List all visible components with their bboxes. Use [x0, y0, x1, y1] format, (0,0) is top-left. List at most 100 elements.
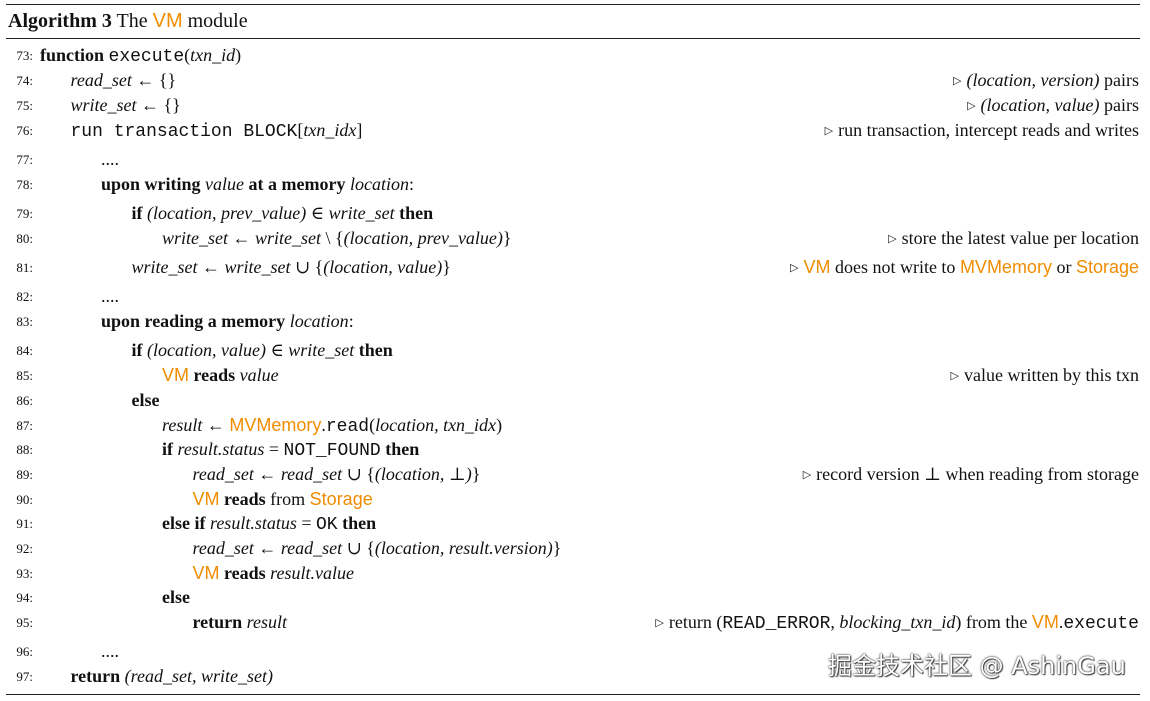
code-text: function execute(txn_id): [40, 45, 242, 67]
line-number: 80:: [16, 231, 33, 246]
algorithm-line: 95: return result ▷return (READ_ERROR, blo…: [0, 610, 1150, 634]
comment-triangle-icon: ▷: [950, 370, 960, 382]
code-text: ....: [101, 149, 119, 169]
algorithm-line: 96:....: [0, 639, 1150, 663]
algorithm-line: 92: read_set ← read_set ∪ {(location, res…: [0, 536, 1150, 560]
code-text: else: [162, 587, 190, 607]
comment-triangle-icon: ▷: [824, 125, 834, 137]
line-number: 94:: [16, 590, 33, 605]
algorithm-line: 88: if result.status = NOT_FOUND then: [0, 437, 1150, 461]
line-number: 77:: [16, 152, 33, 167]
code-text: write_set ← write_set ∪ {(location, valu…: [131, 257, 451, 277]
algorithm-line: 93: VM reads result.value: [0, 561, 1150, 585]
line-number: 91:: [16, 516, 33, 531]
comment-triangle-icon: ▷: [953, 75, 962, 87]
line-number: 93:: [16, 566, 33, 581]
line-number: 74:: [16, 73, 33, 88]
code-text: upon reading a memory location:: [101, 311, 354, 331]
algorithm-line: 94: else: [0, 585, 1150, 609]
line-number: 75:: [16, 98, 33, 113]
line-comment: ▷value written by this txn: [950, 365, 1139, 385]
line-comment: ▷(location, value) pairs: [967, 95, 1139, 115]
algorithm-line: 83: upon reading a memory location:: [0, 309, 1150, 333]
code-text: else: [131, 390, 160, 410]
algorithm-label: Algorithm 3: [8, 10, 112, 32]
line-number: 85:: [16, 368, 33, 383]
algorithm-line: 97: return (read_set, write_set): [0, 664, 1150, 688]
code-text: VM reads result.value: [192, 563, 354, 583]
comment-triangle-icon: ▷: [888, 233, 897, 245]
line-number: 82:: [16, 289, 33, 304]
comment-triangle-icon: ▷: [655, 617, 664, 629]
line-number: 90:: [16, 492, 33, 507]
caption-pre: The: [116, 10, 148, 32]
caption-post: module: [187, 10, 248, 32]
algorithm-line: 85: VM reads value ▷value written by this …: [0, 363, 1150, 387]
code-text: run transaction BLOCK[txn_idx]: [70, 120, 363, 142]
line-number: 95:: [16, 615, 33, 630]
line-number: 96:: [16, 644, 33, 659]
algorithm-caption: Algorithm 3 The VM module: [8, 8, 248, 34]
code-text: write_set ← write_set \ {(location, prev…: [162, 228, 512, 248]
line-comment: ▷VM does not write to MVMemory or Storag…: [789, 257, 1139, 277]
line-comment: ▷store the latest value per location: [888, 228, 1139, 248]
code-text: if (location, value) ∈ write_set then: [131, 340, 393, 360]
line-comment: ▷return (READ_ERROR, blocking_txn_id) fr…: [655, 612, 1139, 634]
line-number: 81:: [16, 260, 33, 275]
algorithm-line: 77:....: [0, 147, 1150, 171]
line-number: 76:: [16, 123, 33, 138]
line-number: 78:: [16, 177, 33, 192]
algorithm-line: 90: VM reads from Storage: [0, 487, 1150, 511]
line-number: 86:: [16, 393, 33, 408]
code-text: return result: [192, 612, 288, 632]
algorithm-line: 78: upon writing value at a memory locati…: [0, 172, 1150, 196]
line-number: 84:: [16, 343, 33, 358]
code-text: upon writing value at a memory location:: [101, 174, 414, 194]
caption-rule: [6, 38, 1140, 39]
line-number: 88:: [16, 442, 33, 457]
top-rule: [6, 4, 1140, 5]
algorithm-line: 79: if (location, prev_value) ∈ write_set…: [0, 201, 1150, 225]
code-text: if result.status = NOT_FOUND then: [162, 439, 420, 461]
code-text: result ← MVMemory.read(location, txn_idx…: [162, 415, 503, 437]
comment-triangle-icon: ▷: [967, 100, 976, 112]
line-number: 92:: [16, 541, 33, 556]
code-text: write_set ← {}: [70, 95, 181, 115]
algorithm-line: 73: function execute(txn_id): [0, 43, 1150, 67]
comment-triangle-icon: ▷: [802, 469, 812, 481]
code-text: else if result.status = OK then: [162, 513, 377, 535]
algorithm-line: 91: else if result.status = OK then: [0, 511, 1150, 535]
code-text: VM reads value: [162, 365, 279, 385]
line-comment: ▷record version ⊥ when reading from stor…: [802, 464, 1139, 484]
algorithm-line: 89: read_set ← read_set ∪ {(location, ⊥)}…: [0, 462, 1150, 486]
algorithm-line: 84: if (location, value) ∈ write_set then: [0, 338, 1150, 362]
code-text: return (read_set, write_set): [70, 666, 273, 686]
algorithm-line: 86: else: [0, 388, 1150, 412]
code-text: ....: [101, 641, 119, 661]
comment-triangle-icon: ▷: [789, 262, 799, 274]
algorithm-line: 87: result ← MVMemory.read(location, txn_…: [0, 413, 1150, 437]
line-number: 87:: [16, 418, 33, 433]
line-number: 79:: [16, 206, 33, 221]
code-text: if (location, prev_value) ∈ write_set th…: [131, 203, 434, 223]
bottom-rule: [6, 694, 1140, 695]
algorithm-line: 75: write_set ← {} ▷(location, value) pair…: [0, 93, 1150, 117]
algorithm-line: 82:....: [0, 284, 1150, 308]
line-comment: ▷(location, version) pairs: [953, 70, 1139, 90]
algorithm-line: 76: run transaction BLOCK[txn_idx] ▷run tr…: [0, 118, 1150, 142]
line-number: 83:: [16, 314, 33, 329]
line-number: 89:: [16, 467, 33, 482]
caption-vm: VM: [152, 10, 183, 32]
code-text: VM reads from Storage: [192, 489, 373, 509]
watermark: 掘金技术社区 @ AshinGau: [828, 652, 1126, 680]
code-text: ....: [101, 286, 119, 306]
code-text: read_set ← read_set ∪ {(location, ⊥)}: [192, 464, 481, 484]
algorithm-line: 74: read_set ← {} ▷(location, version) pai…: [0, 68, 1150, 92]
algorithm-line: 80: write_set ← write_set \ {(location, p…: [0, 226, 1150, 250]
line-comment: ▷run transaction, intercept reads and wr…: [824, 120, 1139, 140]
algorithm-line: 81: write_set ← write_set ∪ {(location, v…: [0, 255, 1150, 279]
line-number: 73:: [16, 48, 33, 63]
code-text: read_set ← {}: [70, 70, 177, 90]
line-number: 97:: [16, 669, 33, 684]
code-text: read_set ← read_set ∪ {(location, result…: [192, 538, 562, 558]
